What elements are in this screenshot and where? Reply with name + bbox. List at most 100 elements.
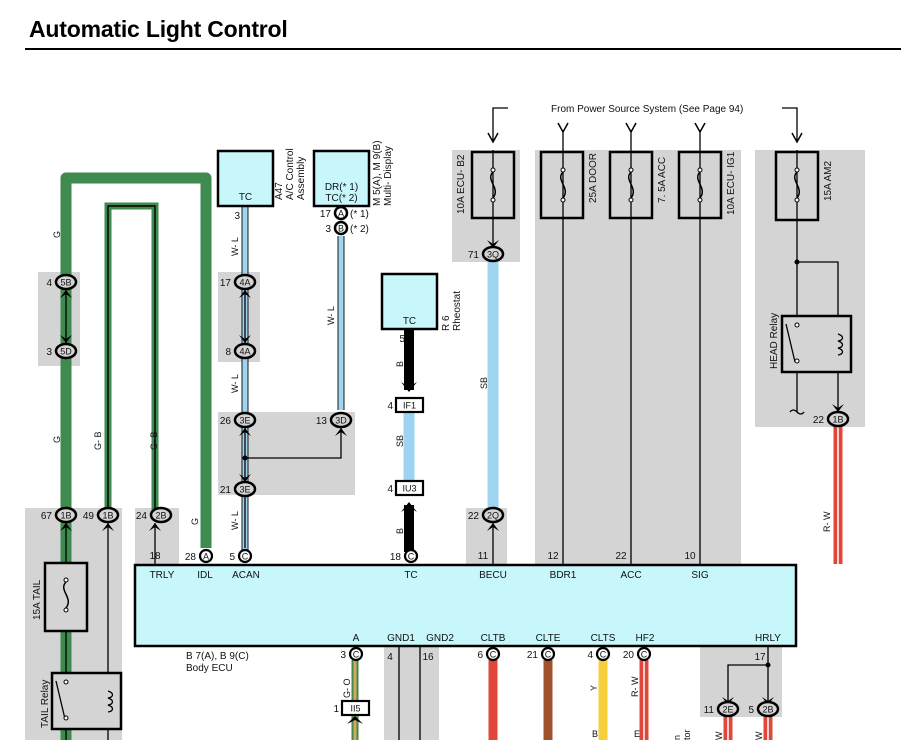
diagram-circle (794, 167, 800, 173)
diagram-path (335, 428, 347, 436)
diagram-path (794, 171, 800, 199)
ac-pin-number: 3 (234, 211, 240, 222)
diagram-rect (394, 479, 425, 497)
relay-tail (50, 671, 123, 731)
multi-display-pins: A 17 (* 1) B 3 (* 2) (320, 205, 369, 236)
diagram-circle (63, 577, 69, 583)
diagram-label: 28 (185, 552, 197, 563)
diagram-label: BECU (479, 570, 507, 581)
diagram-label: HRLY (755, 633, 781, 644)
diagram-label: E (634, 729, 640, 739)
diagram-ellipse (149, 506, 173, 524)
diagram-label: A (338, 209, 344, 219)
diagram-label: SB (395, 435, 405, 447)
diagram-label: 24 (136, 511, 148, 522)
diagram-label: G- B (149, 431, 159, 450)
ac-control-name1: A/C Control (285, 148, 296, 200)
diagram-path (832, 404, 844, 412)
diagram-circle (560, 197, 566, 203)
diagram-path (490, 171, 496, 199)
diagram-circle (794, 197, 800, 203)
diagram-label: 67 (41, 511, 53, 522)
diagram-rect (539, 150, 585, 220)
diagram-label: IDL (197, 570, 213, 581)
diagram-path (628, 171, 634, 199)
diagram-path (487, 523, 499, 531)
diagram-rect (394, 396, 425, 414)
shade-ecu-b2 (452, 150, 520, 262)
diagram-path (60, 290, 72, 298)
diagram-ellipse (329, 411, 353, 429)
diagram-label: 8 (225, 347, 231, 358)
multi-display-code: M 5(A), M 9(B) (372, 140, 383, 206)
lower-wires (351, 426, 843, 740)
diagram-rect (340, 699, 371, 717)
diagram-path (401, 382, 417, 392)
diagram-label: C (353, 650, 360, 660)
diagram-label: 2B (155, 511, 166, 521)
diagram-label: 22 (615, 551, 627, 562)
diagram-label: 3 (340, 650, 346, 661)
diagram-label: B (338, 224, 344, 234)
diagram-ellipse (233, 411, 257, 429)
component-multi-display (312, 149, 371, 208)
diagram-label: 3D (335, 416, 347, 426)
diagram-circle (765, 662, 771, 668)
diagram-label: G (52, 231, 62, 238)
wire-color-labels: G G G- B G- B G W- L W- L W- L W- L B SB… (52, 231, 832, 740)
wl-wires (241, 207, 345, 550)
fuse-label-ecu-b2: 10A ECU- B2 (456, 154, 467, 214)
diagram-label: 18 (390, 552, 402, 563)
diagram-circle (242, 455, 248, 461)
multi-display-pin-name2: TC(* 2) (325, 193, 357, 204)
diagram-label: B (395, 528, 405, 534)
diagram-label: 13 (316, 416, 328, 427)
diagram-label: C (408, 552, 415, 562)
diagram-circle (490, 197, 496, 203)
diagram-ellipse (233, 480, 257, 498)
diagram-label: C (641, 650, 648, 660)
diagram-label: II5 (350, 704, 360, 714)
diagram-label: W- L (230, 374, 240, 393)
diagram-circle (333, 220, 349, 236)
diagram-circle (63, 715, 69, 721)
diagram-circle (636, 646, 652, 662)
diagram-polyline (791, 132, 803, 144)
diagram-path (560, 171, 566, 199)
diagram-ellipse (756, 700, 780, 718)
diagram-polyline (625, 122, 637, 134)
fuse-ecu-b2 (470, 150, 516, 220)
power-arrows (487, 122, 803, 144)
diagram-circle (333, 205, 349, 221)
diagram-path (347, 716, 363, 724)
diagram-circle (697, 197, 703, 203)
diagram-label: GND2 (426, 633, 454, 644)
diagram-label: 17 (320, 209, 332, 220)
diagram-label: 2B (762, 705, 773, 715)
rheostat-pin-name: TC (403, 316, 416, 327)
ac-control-pin-name: TC (239, 192, 252, 203)
diagram-circle (794, 259, 800, 265)
diagram-label: 5 (229, 552, 235, 563)
diagram-label: 3E (239, 485, 250, 495)
diagram-label: 1B (102, 511, 113, 521)
diagram-circle (63, 679, 69, 685)
box-connectors: IF1 4 IU3 4 II5 1 (333, 396, 425, 717)
diagram-label: C (490, 650, 497, 660)
ecu-pin-a: AC3 (340, 633, 364, 662)
diagram-label: W- L (230, 237, 240, 256)
diagram-path (60, 335, 72, 343)
diagram-ellipse (481, 506, 505, 524)
diagram-label: 3 (46, 347, 52, 358)
diagram-rect (470, 150, 516, 220)
relay-label-head: HEAD Relay (769, 313, 780, 369)
shade-fuses (535, 150, 741, 565)
diagram-ellipse (54, 273, 78, 291)
title-underline (25, 48, 901, 50)
